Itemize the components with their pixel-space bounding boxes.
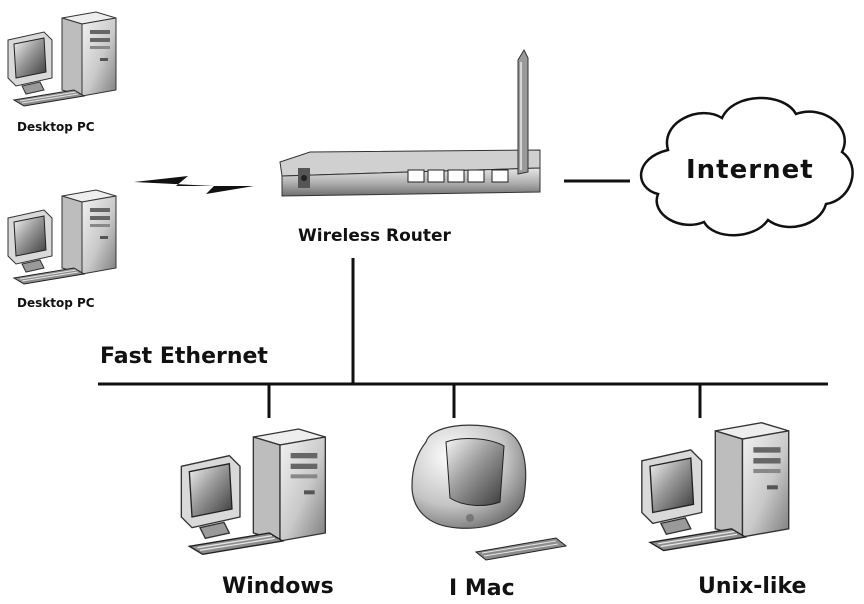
lightning-bolt-icon — [134, 176, 254, 194]
internet-label: Internet — [686, 155, 814, 185]
desktop-pc-icon — [7, 11, 117, 107]
desktop-pc-icon — [7, 189, 117, 285]
unix-label: Unix-like — [698, 574, 807, 599]
desktop-pc-label: Desktop PC — [17, 120, 95, 134]
router-label: Wireless Router — [298, 226, 451, 246]
windows-label: Windows — [222, 574, 334, 599]
desktop-pc-icon — [641, 422, 790, 552]
imac-label: I Mac — [449, 576, 515, 601]
imac-icon — [411, 424, 568, 561]
internet-cloud-icon — [640, 96, 854, 237]
network-label: Fast Ethernet — [100, 344, 268, 369]
desktop-pc-icon — [180, 428, 327, 556]
desktop-pc-label: Desktop PC — [17, 296, 95, 310]
wireless-router-icon — [279, 48, 541, 197]
